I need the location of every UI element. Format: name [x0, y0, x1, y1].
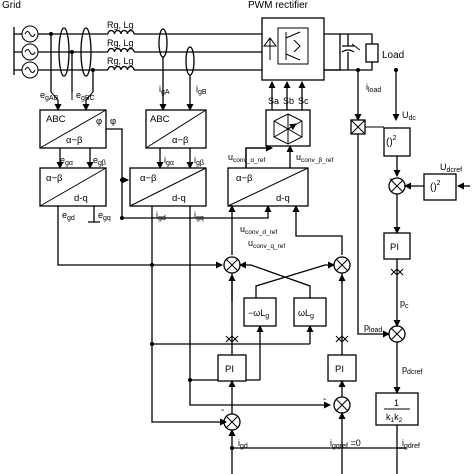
igq-label: igq [194, 210, 204, 222]
igd-bottom-label: igd [238, 438, 248, 450]
load-label: Load [382, 50, 404, 61]
neg-omega-lg-block [243, 297, 277, 327]
egq-ground [88, 206, 100, 223]
voltage-sensor-1 [58, 27, 70, 77]
egq-label: egq [98, 210, 111, 222]
abc2-top-text: ABC [150, 114, 170, 125]
line-label-1: Rg, Lg [107, 20, 134, 30]
egab-label: egAB [40, 90, 59, 102]
iga2-label: igα [164, 155, 174, 167]
iload-label: iload [366, 82, 381, 94]
igb-label: igB [196, 84, 207, 96]
minus-sign-dc: - [389, 174, 392, 185]
abc2-bottom-text: α−β [172, 135, 189, 146]
abc1-top-text: ABC [46, 114, 66, 125]
igbt-symbol [277, 27, 309, 65]
pwm-rectifier [261, 17, 325, 81]
inductor-2 [107, 47, 135, 53]
rectifier-label: PWM rectifier [248, 0, 309, 11]
uca-label: uconv_α_ref [228, 152, 266, 164]
minus-sign-q: - [323, 394, 326, 405]
square-block-2 [423, 173, 457, 201]
inductor-1 [107, 29, 135, 35]
sb-label: Sb [283, 96, 294, 106]
phi-label-2: φ [110, 116, 116, 127]
pc-label: pc [400, 298, 409, 310]
pload-label: pload [364, 322, 382, 334]
load-resistor [365, 43, 379, 63]
igd-label: igd [156, 210, 166, 222]
ucb-label: uconv_β_ref [296, 152, 333, 164]
square1-text: ()2 [386, 135, 397, 148]
current-sensor-b [185, 46, 195, 76]
sum-junction-power [388, 325, 406, 343]
egb-label: egβ [93, 155, 106, 167]
limiter-dc [390, 268, 404, 276]
gain-denominator: k1k2 [386, 412, 403, 424]
egd-label: egd [62, 210, 75, 222]
dq1-bottom-text: d-q [74, 193, 88, 204]
igdref-label: igdref [402, 438, 420, 450]
dq3-bottom-text: d-q [276, 193, 290, 204]
egbc-label: egBC [76, 90, 95, 102]
igb2-label: igβ [194, 155, 204, 167]
limiter-q [335, 335, 349, 343]
sa-label: Sa [268, 96, 279, 106]
dq3-top-text: α−β [236, 173, 253, 184]
line-label-3: Rg, Lg [107, 56, 134, 66]
dq2-bottom-text: d-q [172, 193, 186, 204]
phi-label-1: φ [96, 116, 102, 127]
inductor-3 [107, 65, 135, 71]
sum-junction-id [223, 413, 241, 431]
pi-dc-text: PI [390, 242, 399, 253]
dq1-top-text: α−β [46, 173, 63, 184]
gain-numerator: 1 [394, 398, 399, 408]
grid-source-1 [21, 25, 39, 43]
sum-junction-q [333, 256, 351, 274]
line-label-2: Rg, Lg [107, 38, 134, 48]
iga-label: igA [159, 84, 170, 96]
pi-q-text: PI [335, 364, 344, 375]
sc-label: Sc [298, 96, 309, 106]
grid-label: Grid [2, 0, 21, 11]
pi-d-text: PI [225, 364, 234, 375]
ucd-label: uconv_d_ref [240, 224, 277, 236]
pdcref-label: pdcref [402, 364, 423, 376]
ega-label: egα [60, 155, 73, 167]
ucq-label: uconv_q_ref [248, 238, 285, 250]
neg-omega-lg-text: −ωLg [248, 308, 269, 320]
igqref-label: igqref =0 [330, 438, 361, 450]
square2-text: ()2 [430, 180, 441, 193]
sum-junction-iq [333, 396, 351, 414]
grid-source-2 [21, 43, 39, 61]
grid-source-3 [21, 61, 39, 79]
sum-junction-d [223, 256, 241, 274]
dq2-top-text: α−β [140, 173, 157, 184]
omega-lg-text: ωLg [298, 308, 314, 320]
dc-capacitor [341, 34, 355, 70]
abc1-bottom-text: α−β [66, 135, 83, 146]
udcref-label: Udcref [440, 162, 462, 174]
voltage-sensor-2 [80, 27, 92, 77]
udc-label: Udc [402, 110, 416, 122]
minus-sign-d: - [221, 405, 224, 416]
current-sensor-a [158, 28, 168, 58]
limiter-d [225, 335, 239, 343]
